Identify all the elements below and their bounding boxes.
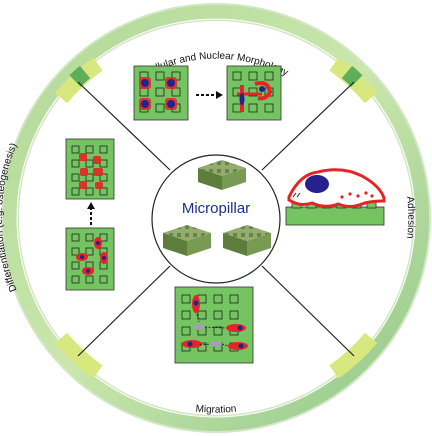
center-circle: Micropillar (151, 154, 281, 284)
morphology-panel-left (133, 65, 189, 121)
label-right: Adhesion (404, 196, 416, 239)
label-bottom: Migration (195, 403, 237, 415)
migration-panel (174, 286, 254, 364)
differentiation-panel-top (65, 138, 115, 200)
morphology-panel-right (226, 65, 282, 121)
differentiation-arrow (87, 202, 95, 225)
outer-ring (1, 3, 431, 433)
pillar-block-top (198, 160, 246, 190)
quadrant-dividers (77, 81, 355, 357)
center-label: Micropillar (182, 200, 250, 217)
morphology-arrow (196, 91, 223, 99)
differentiation-panel-bottom (65, 227, 115, 291)
pillar-block-right (223, 225, 271, 256)
pillar-block-left (163, 225, 211, 256)
adhesion-illustration (285, 168, 386, 226)
